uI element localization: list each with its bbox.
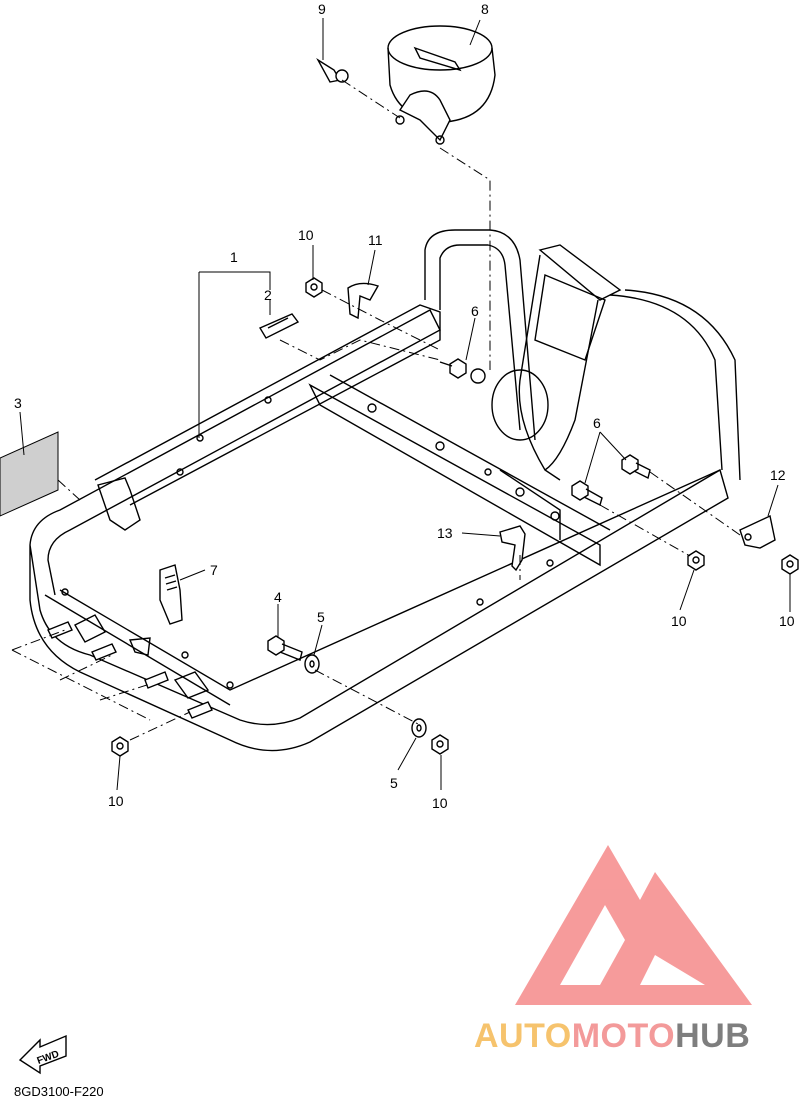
watermark-logo [515, 845, 752, 1005]
main-frame [29, 229, 741, 752]
watermark-hub: HUB [675, 1017, 751, 1055]
callout-1: 1 [230, 249, 238, 265]
part-9-pin [316, 57, 349, 83]
front-studs [47, 621, 213, 719]
callout-6b: 6 [593, 415, 601, 431]
callout-10b: 10 [671, 613, 687, 629]
callout-6a: 6 [471, 303, 479, 319]
callout-10a: 10 [298, 227, 314, 243]
callout-10e: 10 [432, 795, 448, 811]
callout-9: 9 [318, 1, 326, 17]
part-12-bracket [739, 514, 776, 549]
part-3-label [0, 431, 59, 517]
callout-3: 3 [14, 395, 22, 411]
part-11-clip [347, 282, 380, 320]
fwd-arrow: FWD [18, 1034, 67, 1075]
diagram-code: 8GD3100-F220 [14, 1084, 104, 1099]
watermark-auto: AUTO [474, 1017, 572, 1055]
part-13-clip [499, 525, 526, 572]
part-7-bracket [159, 564, 183, 625]
part-8-cover [387, 25, 496, 145]
callout-10c: 10 [779, 613, 795, 629]
callout-8: 8 [481, 1, 489, 17]
callout-7: 7 [210, 562, 218, 578]
watermark-moto: MOTO [571, 1017, 676, 1055]
callout-13: 13 [437, 525, 453, 541]
callout-11: 11 [368, 232, 383, 248]
part-4-bolt [267, 635, 303, 661]
callout-4: 4 [274, 589, 282, 605]
callout-12: 12 [770, 467, 786, 483]
callout-numbers: 9 8 1 2 10 11 3 6 6 12 13 7 4 5 10 10 10… [14, 1, 795, 811]
leader-lines [11, 18, 791, 791]
callout-2: 2 [264, 287, 272, 303]
callout-5b: 5 [390, 775, 398, 791]
part-5-washers [304, 654, 427, 738]
callout-5a: 5 [317, 609, 325, 625]
watermark-text: AUTOMOTOHUB [474, 1017, 750, 1056]
part-2-plate [258, 313, 300, 339]
part-6-bolts [439, 358, 651, 507]
callout-10d: 10 [108, 793, 124, 809]
part-10-nuts [111, 277, 799, 757]
